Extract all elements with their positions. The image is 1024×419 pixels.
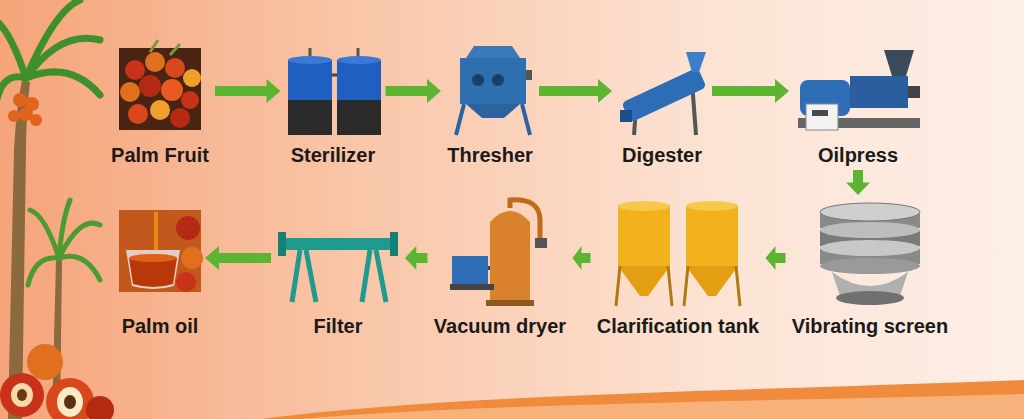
palm-fruit-photo [119, 40, 201, 130]
oil-press-machine [798, 50, 920, 130]
vibrating-screen [820, 203, 920, 305]
bottom-wave [300, 394, 1024, 419]
process-step: Palm Fruit [109, 45, 211, 167]
process-step: Palm oil [119, 198, 201, 338]
flow-arrow [712, 79, 789, 103]
process-step: Clarification tank [595, 198, 762, 338]
bottom-wave [260, 380, 1024, 419]
digester-machine [620, 52, 707, 135]
flow-arrow [205, 246, 271, 270]
flow-arrow [846, 170, 870, 195]
process-step: Oilpress [793, 45, 923, 167]
flow-arrow [386, 79, 442, 103]
process-step: Sterilizer [285, 45, 382, 167]
step-label: Clarification tank [595, 314, 762, 338]
flow-arrow [573, 246, 591, 270]
step-label: Vibrating screen [790, 314, 951, 338]
step-label: Thresher [445, 143, 535, 167]
step-label: Sterilizer [285, 143, 382, 167]
step-label: Vacuum dryer [432, 314, 569, 338]
step-label: Palm Fruit [109, 143, 211, 167]
process-step: Vacuum dryer [432, 198, 569, 338]
step-label: Palm oil [119, 314, 201, 338]
process-step: Thresher [445, 45, 535, 167]
step-label: Filter [275, 314, 401, 338]
palm-tree [0, 0, 100, 419]
filter-machine [278, 232, 398, 302]
flow-arrow [405, 246, 428, 270]
flow-arrow [766, 246, 786, 270]
process-step: Filter [275, 198, 401, 338]
flow-arrow [215, 79, 281, 103]
process-step: Vibrating screen [790, 198, 951, 338]
thresher-machine [456, 46, 532, 135]
step-label: Oilpress [793, 143, 923, 167]
palm-fruits [0, 344, 114, 419]
flow-arrow [539, 79, 612, 103]
process-step: Digester [616, 45, 708, 167]
palm-oil-photo [119, 210, 203, 292]
vacuum-dryer [450, 200, 547, 306]
step-label: Digester [616, 143, 708, 167]
sterilizer-drums [288, 48, 381, 135]
clarification-tanks [616, 201, 740, 306]
